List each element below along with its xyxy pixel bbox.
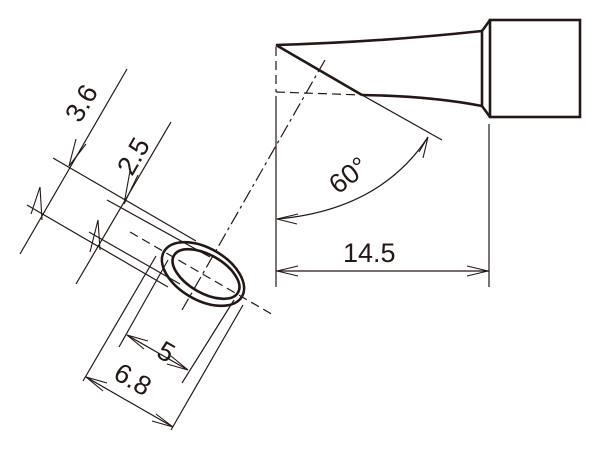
thickness-inner-dim-line bbox=[75, 121, 172, 285]
side-view: 14.5 60° bbox=[275, 18, 582, 287]
projection-centerline bbox=[181, 59, 326, 311]
arrowhead bbox=[68, 138, 87, 167]
thickness-inner-label: 2.5 bbox=[111, 132, 156, 180]
length-label: 14.5 bbox=[343, 238, 396, 268]
tip-shank bbox=[488, 18, 582, 119]
ext-inner-left bbox=[118, 259, 169, 348]
inner-ellipse bbox=[171, 247, 241, 301]
arrowhead bbox=[89, 219, 101, 253]
width-inner-dim-line bbox=[126, 334, 189, 371]
ext-inner-right bbox=[181, 299, 235, 384]
ext-outer-left bbox=[82, 255, 157, 382]
arrowhead bbox=[151, 413, 174, 428]
arrowhead bbox=[30, 186, 43, 221]
tip-neck bbox=[480, 19, 492, 118]
arrowhead bbox=[126, 334, 149, 350]
arrowhead-left bbox=[276, 265, 299, 277]
hidden-line-horizontal bbox=[275, 91, 363, 96]
angle-label: 60° bbox=[323, 151, 374, 200]
width-outer-dim-line bbox=[85, 376, 174, 428]
ext-inner-top bbox=[106, 199, 211, 258]
thickness-outer-dim-line bbox=[19, 68, 128, 255]
ext-outer-right bbox=[170, 304, 244, 431]
arrowhead bbox=[166, 355, 189, 371]
bevel-extension bbox=[361, 94, 443, 141]
tip-body-upper bbox=[275, 29, 483, 47]
end-view: 3.6 2.5 5 6.8 bbox=[19, 68, 276, 431]
ext-inner-bottom bbox=[88, 231, 181, 285]
width-outer-label: 6.8 bbox=[109, 357, 157, 402]
angle-arrowhead-top bbox=[418, 136, 429, 159]
angle-arrowhead-bottom bbox=[276, 213, 299, 225]
arrowhead bbox=[123, 170, 139, 205]
ext-outer-bottom bbox=[26, 204, 169, 288]
angle-arc bbox=[276, 136, 429, 220]
arrowhead bbox=[85, 376, 108, 392]
tip-body-lower bbox=[361, 93, 483, 108]
arrowhead-right bbox=[466, 265, 489, 277]
